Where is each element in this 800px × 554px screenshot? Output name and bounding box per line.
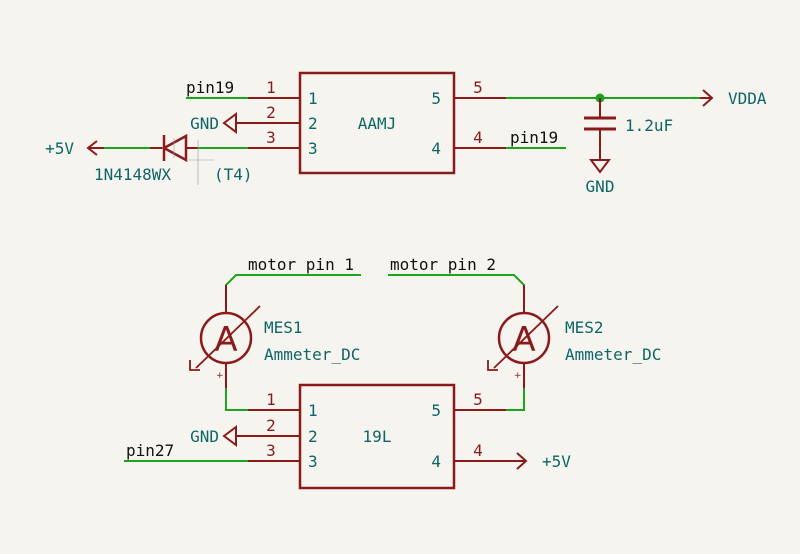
arrow-right-icon [516,452,528,470]
aamj-pin-number-5: 5 [473,78,483,97]
aamj-pin-name-3: 3 [308,139,318,158]
arrow-left-icon [86,140,98,156]
diode-ref: (T4) [214,165,253,184]
aamj-pin-number-4: 4 [473,128,483,147]
capacitor-value: 1.2uF [625,116,673,135]
aamj-component-name: AAMJ [358,114,397,133]
19l-pin-name-3: 3 [308,452,318,471]
gnd-triangle-icon [589,159,611,174]
19l-pin-name-2: 2 [308,427,318,446]
gnd-label-19l: GND [190,427,219,446]
component-aamj[interactable]: 1 2 3 1 2 3 5 4 5 4 AAMJ [248,71,506,175]
gnd-symbol-capacitor[interactable]: GND [586,159,615,196]
aamj-pin-name-2: 2 [308,114,318,133]
aamj-pin-name-1: 1 [308,89,318,108]
gnd-label-capacitor: GND [586,177,615,196]
ammeter-mes2-plus: + [514,371,522,381]
19l-pin-name-1: 1 [308,401,318,420]
gnd-arrow-icon [222,112,237,134]
power-label-vdda: VDDA [728,89,767,108]
19l-pin-name-5: 5 [431,401,441,420]
aamj-pin-number-2: 2 [266,103,276,122]
19l-pin-number-1: 1 [266,390,276,409]
component-19l[interactable]: 1 2 3 1 2 3 5 4 5 4 19L [248,383,506,490]
aamj-pin-number-1: 1 [266,78,276,97]
19l-pin-name-4: 4 [431,452,441,471]
19l-pin-number-5: 5 [473,390,483,409]
19l-pin-number-3: 3 [266,441,276,460]
net-label-pin19-left[interactable]: pin19 [186,78,234,97]
power-label-5v-left: +5V [45,139,74,158]
gnd-arrow-icon [222,425,237,447]
wire-mes2-to-pin5[interactable] [506,388,525,411]
ammeter-mes1-plus: + [216,371,224,381]
power-5v-left[interactable]: +5V [45,139,104,158]
19l-component-name: 19L [363,427,392,446]
wire-mes1-to-pin1[interactable] [225,388,248,411]
aamj-pin-number-3: 3 [266,128,276,147]
capacitor-c[interactable]: 1.2uF [584,98,673,160]
wire-motor-pin1[interactable] [225,274,361,303]
net-label-pin19-right[interactable]: pin19 [510,128,558,147]
19l-pin-number-2: 2 [266,416,276,435]
power-vdda[interactable]: VDDA [700,89,767,108]
aamj-pin-name-5: 5 [431,89,441,108]
aamj-pin-name-4: 4 [431,139,441,158]
ammeter-mes1-value: Ammeter_DC [264,345,360,364]
diode-value: 1N4148WX [94,165,171,184]
ammeter-mes2-value: Ammeter_DC [565,345,661,364]
wire-motor-pin2[interactable] [388,274,525,303]
power-5v-19l[interactable]: +5V [506,452,571,471]
ammeter-mes1[interactable]: A + MES1 Ammeter_DC [189,285,360,388]
gnd-symbol-aamj[interactable]: GND [190,112,248,134]
diode-triangle-icon [161,133,188,163]
diode-1n4148wx[interactable]: 1N4148WX (T4) [94,133,253,185]
ammeter-mes2[interactable]: A + MES2 Ammeter_DC [487,285,661,388]
net-label-motor-pin2[interactable]: motor pin 2 [390,255,496,274]
19l-pin-number-4: 4 [473,441,483,460]
ammeter-mes2-ref: MES2 [565,318,604,337]
net-label-motor-pin1[interactable]: motor pin 1 [248,255,354,274]
gnd-label-aamj: GND [190,114,219,133]
power-label-5v-19l: +5V [542,452,571,471]
net-label-pin27[interactable]: pin27 [126,441,174,460]
arrow-right-icon [702,89,714,107]
ammeter-mes1-ref: MES1 [264,318,303,337]
gnd-symbol-19l[interactable]: GND [190,425,248,447]
